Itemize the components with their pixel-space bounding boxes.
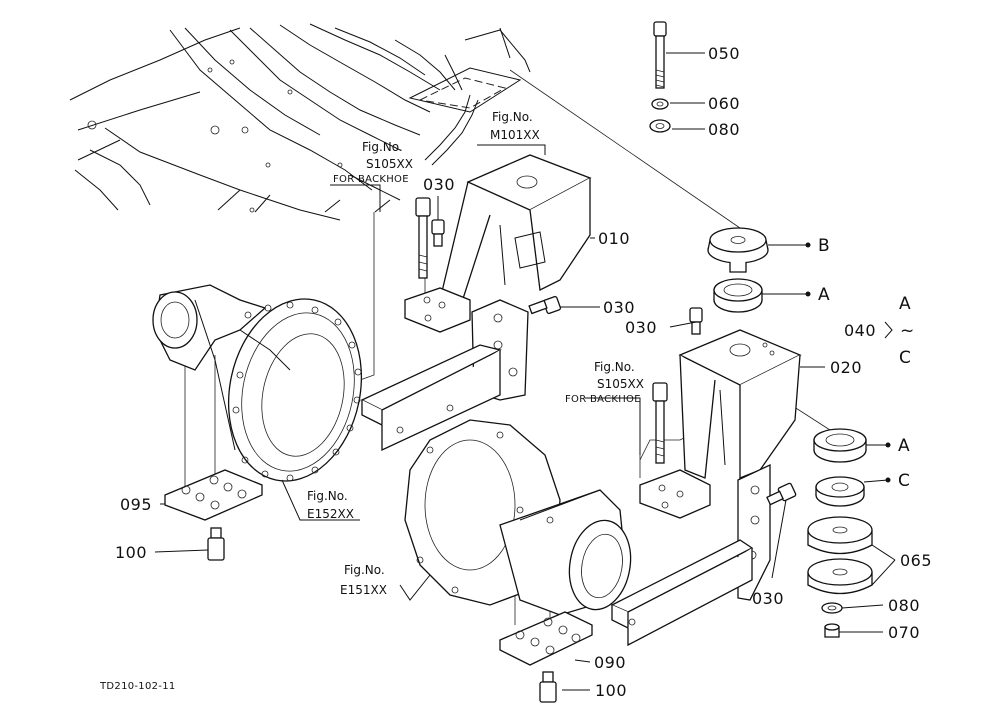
label-020: 020 <box>830 358 862 377</box>
label-010: 010 <box>598 229 630 248</box>
label-070: 070 <box>888 623 920 642</box>
callout-leaders <box>154 52 896 691</box>
label-060: 060 <box>708 94 740 113</box>
fig-s105a-note: FOR BACKHOE <box>333 174 409 185</box>
washer-080-top[interactable] <box>649 119 671 133</box>
label-030-d: 030 <box>752 589 784 608</box>
bolt-030-b[interactable] <box>431 219 445 247</box>
fig-m101-code: M101XX <box>490 128 540 142</box>
spacer-065-lower[interactable] <box>807 558 873 595</box>
arrow-dots <box>805 242 891 483</box>
label-050: 050 <box>708 44 740 63</box>
label-100-a: 100 <box>115 543 147 562</box>
frame-outline <box>69 23 531 221</box>
label-065: 065 <box>900 551 932 570</box>
plate-090[interactable] <box>499 611 593 666</box>
ref-a-top: A <box>818 285 830 305</box>
label-030-c: 030 <box>625 318 657 337</box>
part-labels: 050 060 080 010 030 030 030 030 020 040 … <box>115 44 932 700</box>
bolt-030-a[interactable] <box>415 197 431 279</box>
ref-a-mid: A <box>898 436 910 456</box>
label-100-b: 100 <box>595 681 627 700</box>
label-080-bottom: 080 <box>888 596 920 615</box>
washer-060[interactable] <box>651 98 669 110</box>
washer-080-bottom[interactable] <box>821 602 843 614</box>
flange-holes <box>232 301 362 482</box>
mount-a-upper[interactable] <box>713 278 763 313</box>
spacer-065-upper[interactable] <box>807 516 873 555</box>
label-040: 040 <box>844 321 876 340</box>
bolt-030-f[interactable] <box>766 482 797 506</box>
bolt-100-a[interactable] <box>207 527 225 561</box>
bracket-020[interactable] <box>610 329 802 647</box>
fig-m101-label: Fig.No. <box>492 110 533 124</box>
fig-s105b-label: Fig.No. <box>594 360 635 374</box>
bolt-030-e[interactable] <box>652 382 668 464</box>
mount-b-upper[interactable] <box>707 227 769 273</box>
fig-s105b-code: S105XX <box>597 377 644 391</box>
ref-b-top: B <box>818 236 830 256</box>
label-030-b: 030 <box>603 298 635 317</box>
fig-e151-code: E151XX <box>340 583 387 597</box>
label-030-a: 030 <box>423 175 455 194</box>
ref-c-mid: C <box>898 471 910 491</box>
mount-c-lower[interactable] <box>815 476 865 507</box>
housing-e152[interactable] <box>152 284 378 494</box>
nut-070[interactable] <box>824 623 840 638</box>
housing-e151[interactable] <box>404 419 637 616</box>
label-080-top: 080 <box>708 120 740 139</box>
ref-range-tilde: ~ <box>900 321 914 341</box>
label-090: 090 <box>594 653 626 672</box>
label-095: 095 <box>120 495 152 514</box>
bracket-010[interactable] <box>360 154 592 452</box>
ref-range-start: A <box>899 294 911 314</box>
fig-e151-label: Fig.No. <box>344 563 385 577</box>
mount-a-lower[interactable] <box>813 428 867 463</box>
fig-s105a-code: S105XX <box>366 157 413 171</box>
fig-e152-code: E152XX <box>307 507 354 521</box>
figure-refs: Fig.No. M101XX Fig.No. S105XX FOR BACKHO… <box>307 110 644 597</box>
bolt-050[interactable] <box>653 21 667 89</box>
bolt-030-c[interactable] <box>528 295 562 315</box>
drawing-id: TD210-102-11 <box>99 681 176 692</box>
bolt-030-d[interactable] <box>689 307 703 335</box>
fig-e152-label: Fig.No. <box>307 489 348 503</box>
fig-s105b-note: FOR BACKHOE <box>565 394 641 405</box>
plate-095[interactable] <box>164 469 263 521</box>
ref-range-end: C <box>899 348 911 368</box>
fig-s105a-label: Fig.No. <box>362 140 403 154</box>
ref-letters: B A A C A ~ C <box>818 236 914 491</box>
bolt-100-b[interactable] <box>539 671 557 703</box>
